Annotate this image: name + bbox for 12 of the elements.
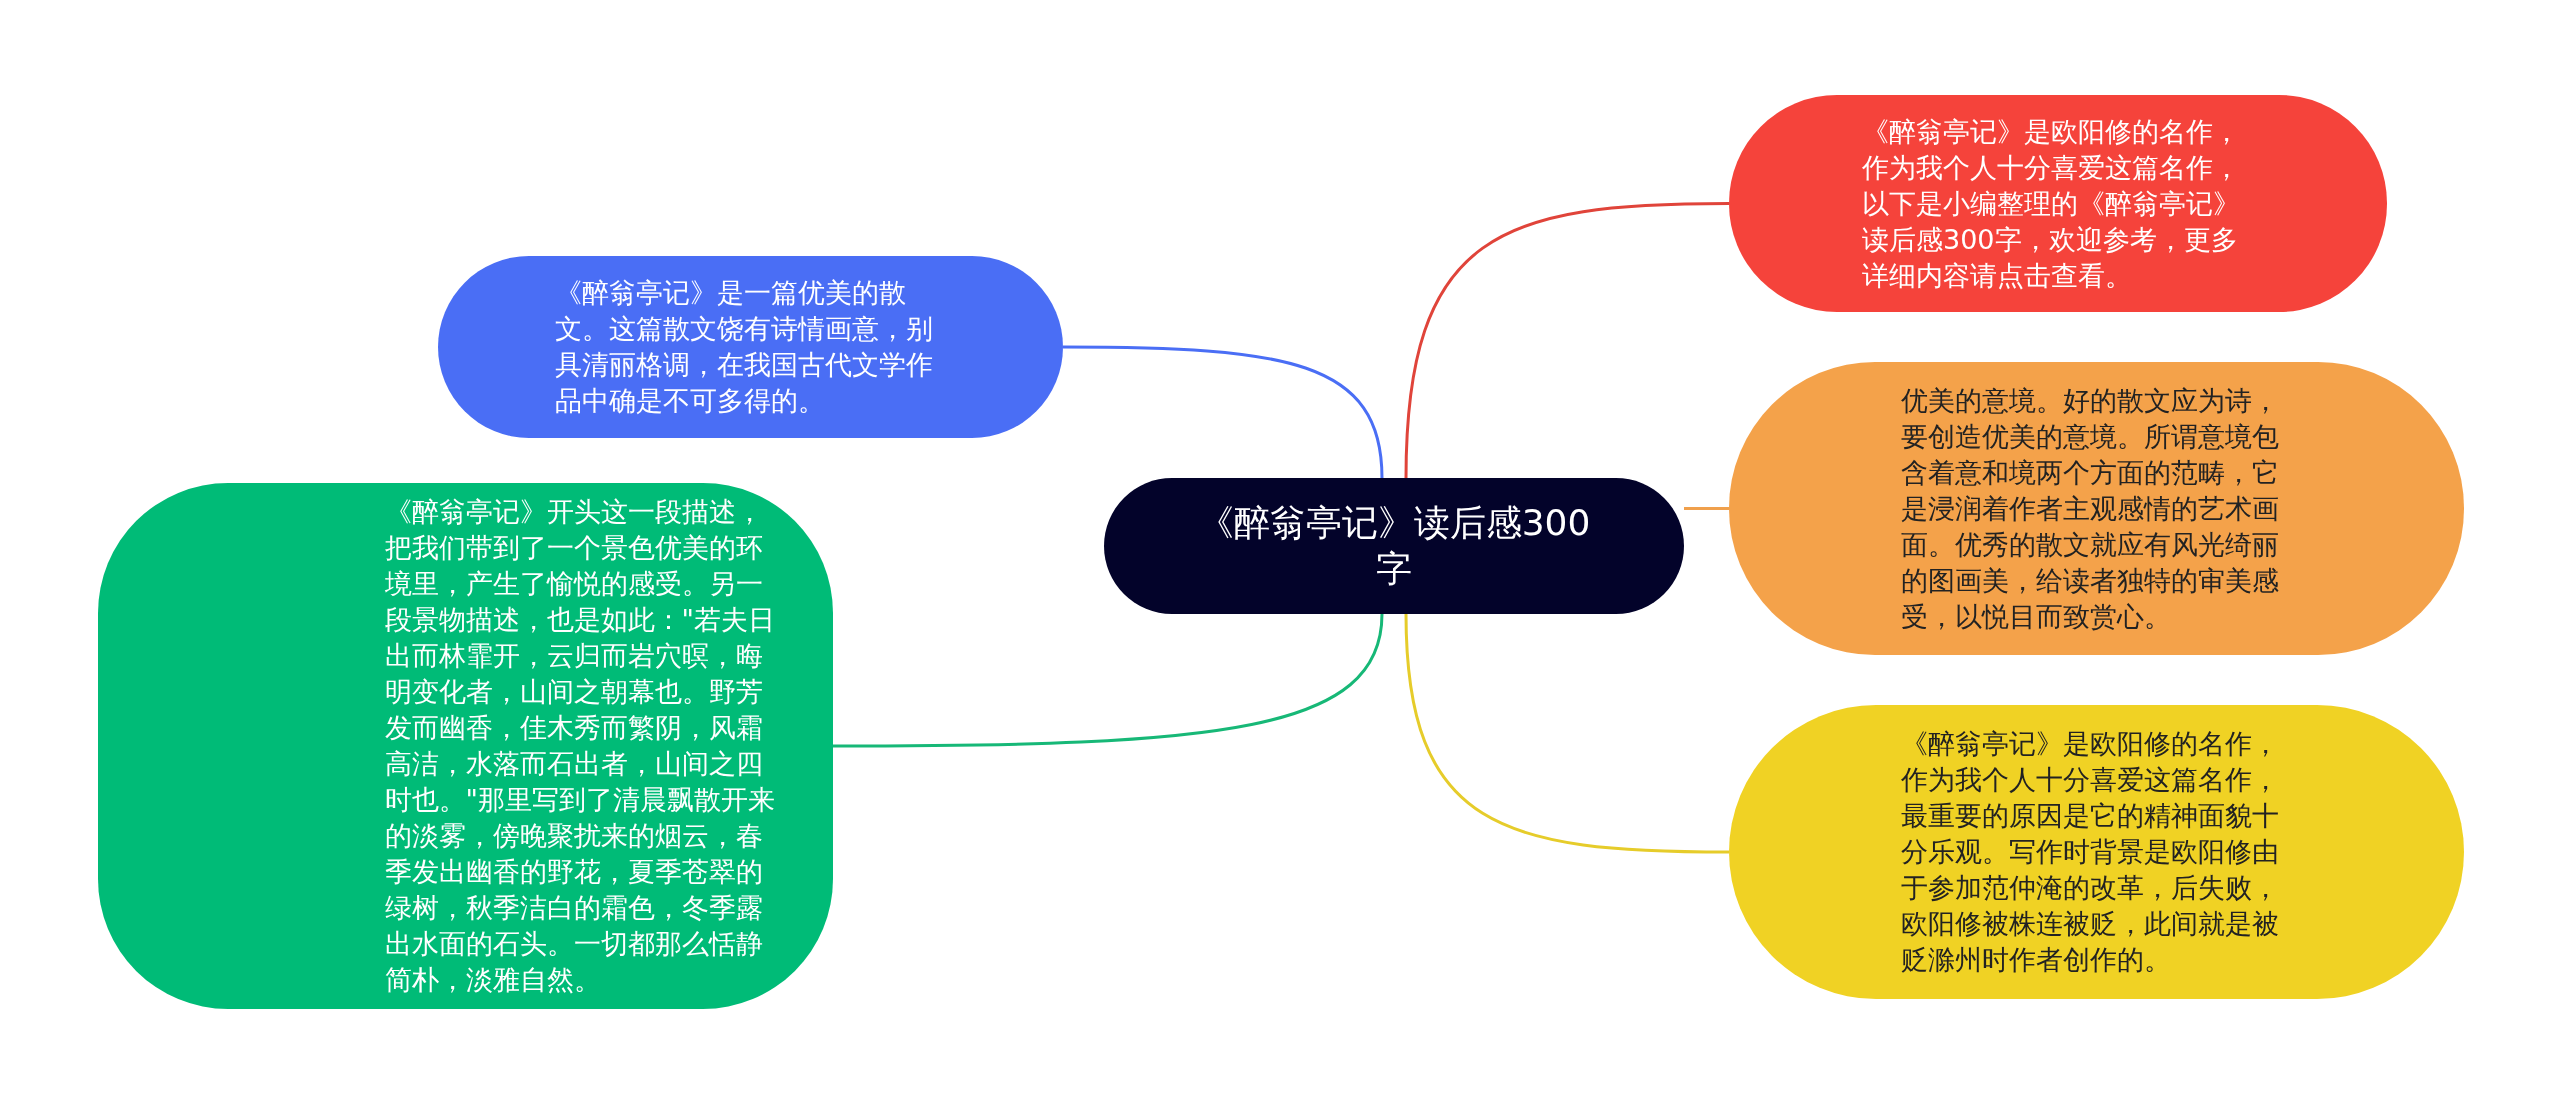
connector-line	[833, 613, 1384, 748]
topic-text: 《醉翁亭记》读后感300字	[1196, 501, 1592, 591]
topic-text: 《醉翁亭记》开头这一段描述，把我们带到了一个景色优美的环境里，产生了愉悦的感受。另一段景物描述，也是如此："若夫日出而林霏开，云归而岩穴暝，晦明变化者，山间之朝幕也。野芳发而幽香，佳木秀而繁阴，风霜高洁，水落而石出者，山间之四时也。"那里写到了清晨飘散开来的淡雾，傍晚聚扰来的烟云，春季发出幽香的野花，夏季苍翠的绿树，秋季洁白的霜色，冬季露出水面的石头。一切都那么恬静简朴，淡雅自然。	[384, 495, 776, 997]
connector-line	[1404, 202, 1729, 479]
topic-bubble	[98, 483, 833, 1009]
topic-text: 优美的意境。好的散文应为诗，要创造优美的意境。所谓意境包含着意和境两个方面的范畴，它是浸润着作者主观感情的艺术画面。优秀的散文就应有风光绮丽的图画美，给读者独特的审美感受，以悦目而致赏心。	[1900, 383, 2280, 634]
connector-line	[1684, 507, 1729, 510]
topic-text: 《醉翁亭记》是一篇优美的散文。这篇散文饶有诗情画意，别具清丽格调，在我国古代文学作品中确是不可多得的。	[554, 276, 934, 418]
topic-text: 《醉翁亭记》是欧阳修的名作，作为我个人十分喜爱这篇名作，最重要的原因是它的精神面貌十分乐观。写作时背景是欧阳修由于参加范仲淹的改革，后失败，欧阳修被株连被贬，此间就是被贬滁州时作者创作的。	[1900, 727, 2280, 977]
connector-line	[1404, 613, 1729, 854]
topic-text: 《醉翁亭记》是欧阳修的名作，作为我个人十分喜爱这篇名作，以下是小编整理的《醉翁亭记》读后感300字，欢迎参考，更多详细内容请点击查看。	[1862, 114, 2241, 293]
connector-line	[1063, 345, 1384, 479]
